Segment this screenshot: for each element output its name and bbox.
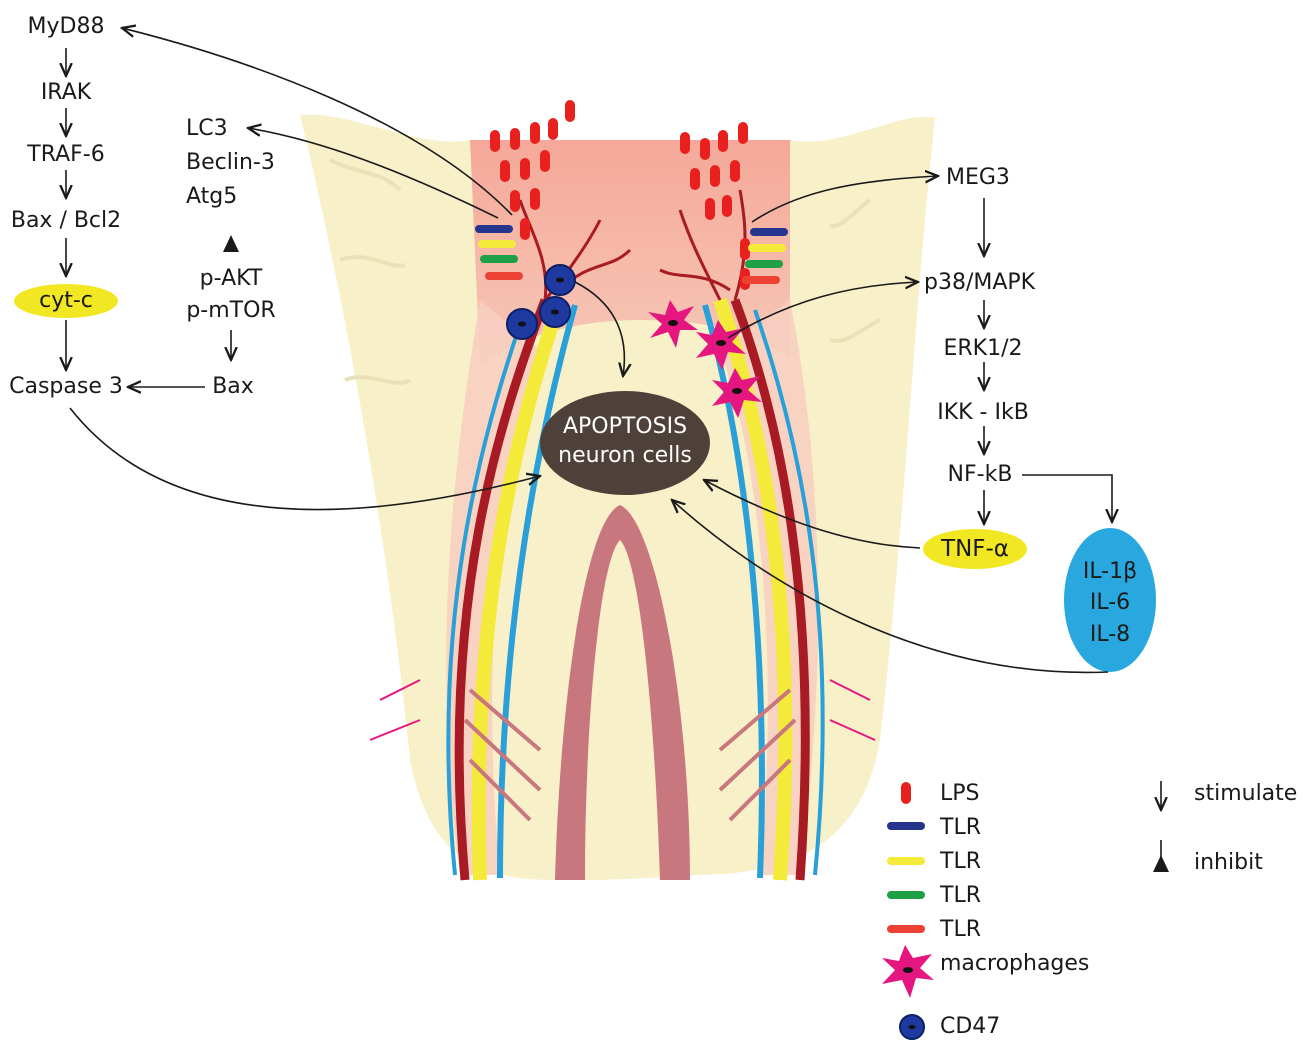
legend-lps: LPS — [940, 781, 980, 807]
legend-stimulate: stimulate — [1194, 781, 1297, 807]
label-bax-bcl2: Bax / Bcl2 — [11, 208, 121, 234]
label-beclin3: Beclin-3 — [186, 150, 275, 176]
legend-macrophages: macrophages — [940, 951, 1089, 977]
legend-inhibit: inhibit — [1194, 850, 1263, 876]
label-nf-kb: NF-kB — [948, 462, 1013, 488]
legend-symbols — [882, 781, 1169, 1039]
label-caspase3: Caspase 3 — [9, 374, 123, 400]
legend-tlr-blue: TLR — [940, 815, 981, 841]
label-p-akt: p-AKT — [200, 266, 263, 292]
label-cyt-c: cyt-c — [39, 288, 93, 314]
apoptosis-title: APOPTOSIS — [563, 414, 687, 440]
label-irak: IRAK — [41, 80, 91, 106]
label-p-mtor: p-mTOR — [186, 298, 275, 324]
label-lc3: LC3 — [186, 116, 228, 142]
label-tnf-alpha: TNF-α — [941, 536, 1009, 562]
legend-cd47: CD47 — [940, 1014, 1000, 1040]
inhibit-arrow — [223, 235, 239, 252]
legend-tlr-yellow: TLR — [940, 849, 981, 875]
label-il-8: IL-8 — [1090, 622, 1130, 648]
label-erk: ERK1/2 — [943, 336, 1022, 362]
label-p38-mapk: p38/MAPK — [924, 270, 1035, 296]
label-traf6: TRAF-6 — [27, 142, 104, 168]
label-meg3: MEG3 — [946, 165, 1010, 191]
legend-tlr-green: TLR — [940, 883, 981, 909]
legend-tlr-red: TLR — [940, 917, 981, 943]
label-atg5: Atg5 — [186, 184, 237, 210]
label-myd88: MyD88 — [28, 14, 105, 40]
label-bax: Bax — [212, 374, 254, 400]
label-il-1b: IL-1β — [1083, 559, 1137, 585]
label-il-6: IL-6 — [1090, 590, 1130, 616]
label-ikk-ikb: IKK - IkB — [937, 400, 1029, 426]
apoptosis-subtitle: neuron cells — [558, 443, 692, 469]
